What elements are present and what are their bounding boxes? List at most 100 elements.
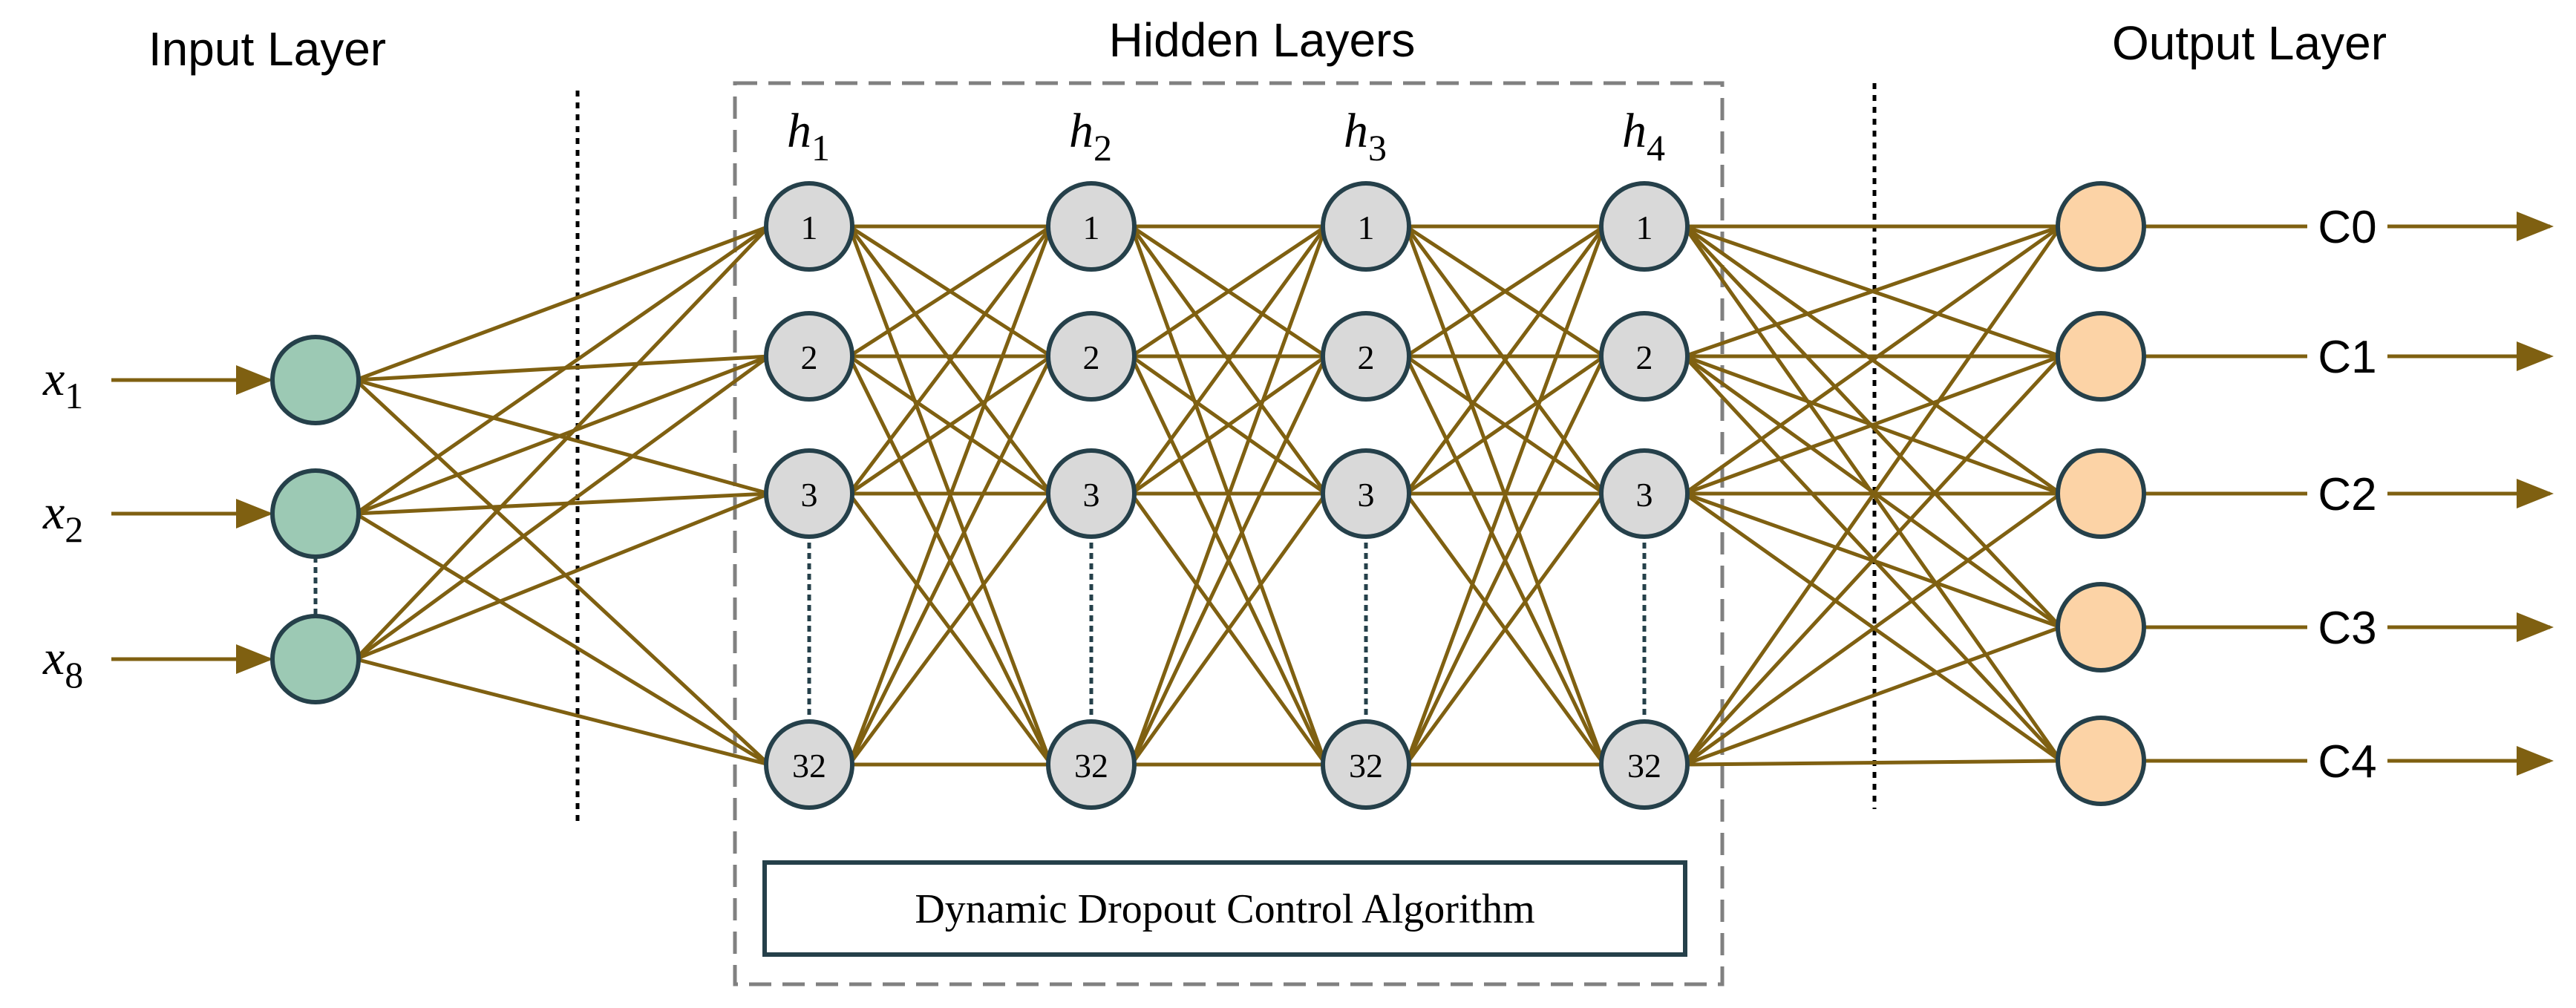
hidden-hidden-connection: [1129, 492, 1328, 766]
hidden-layer-label-1: h1: [787, 104, 830, 168]
input-hidden-connection: [355, 491, 770, 661]
hidden-layer-label-3: h3: [1344, 104, 1387, 168]
ellipsis-links: [313, 543, 1647, 717]
hidden-node: [1321, 181, 1411, 272]
hidden-node: [1046, 311, 1137, 402]
hidden-output-connection: [1684, 759, 2062, 767]
hidden-node: [1046, 719, 1137, 810]
hidden-hidden-connection: [1130, 354, 1327, 496]
hidden-hidden-connection: [1129, 226, 1328, 765]
hidden-layer-label-4: h4: [1622, 104, 1665, 168]
output-label-2: C2: [2318, 469, 2376, 520]
input-layer-title: Input Layer: [148, 22, 386, 76]
hidden-output-connection: [1683, 224, 2062, 496]
output-nodes: [2056, 181, 2146, 806]
hidden-node: [1599, 448, 1690, 539]
hidden-node: [764, 448, 854, 539]
hidden-node: [764, 719, 854, 810]
hidden-node: [1599, 719, 1690, 810]
input-nodes: [270, 335, 361, 704]
hidden-node: [1046, 448, 1137, 539]
hidden-node: [1321, 311, 1411, 402]
output-label-4: C4: [2318, 736, 2376, 788]
input-hidden-connection: [355, 354, 770, 516]
input-node-1: [270, 335, 361, 425]
algorithm-label: Dynamic Dropout Control Algorithm: [915, 886, 1534, 932]
hidden-output-connection: [1683, 491, 2062, 767]
output-label-bg: [2307, 734, 2387, 788]
hidden-node: [1599, 181, 1690, 272]
input-hidden-connection: [354, 379, 771, 766]
output-label-bg: [2307, 330, 2387, 383]
input-hidden-connection: [354, 225, 771, 661]
output-node-0: [2056, 181, 2146, 272]
connections: [354, 224, 2063, 767]
hidden-hidden-connection: [1129, 225, 1328, 495]
output-label-bg: [2307, 200, 2387, 253]
output-node-4: [2056, 716, 2146, 806]
hidden-node-label: 32: [1074, 747, 1108, 785]
hidden-node-label: 1: [801, 209, 818, 246]
hidden-node-label: 2: [801, 338, 818, 376]
hidden-hidden-connection: [1404, 226, 1606, 765]
hidden-output-connection: [1684, 354, 2062, 496]
hidden-hidden-connection: [1404, 492, 1606, 766]
input-hidden-connection: [355, 224, 770, 382]
hidden-node-label: 1: [1636, 209, 1653, 246]
hidden-output-connection: [1684, 224, 2062, 359]
output-node-2: [2056, 448, 2146, 539]
hidden-hidden-connection: [1404, 225, 1606, 495]
hidden-hidden-connection: [848, 225, 1053, 495]
hidden-hidden-connection: [1404, 355, 1606, 766]
hidden-node-label: 2: [1083, 338, 1100, 376]
hidden-hidden-connection: [1405, 224, 1606, 359]
hidden-var: h: [787, 104, 811, 158]
hidden-layers-title: Hidden Layers: [1109, 13, 1416, 67]
hidden-output-connection: [1682, 225, 2063, 766]
hidden-output-connection: [1683, 355, 2062, 766]
input-node-3: [270, 614, 361, 704]
hidden-node-label: 1: [1083, 209, 1100, 246]
hidden-hidden-connection: [1130, 224, 1327, 359]
hidden-node: [1599, 311, 1690, 402]
input-subscript: 8: [65, 654, 83, 696]
input-var: x: [42, 485, 65, 540]
hidden-node: [764, 181, 854, 272]
hidden-node: [1321, 719, 1411, 810]
output-layer-title: Output Layer: [2112, 16, 2387, 70]
input-subscript: 2: [65, 508, 83, 550]
output-label-0: C0: [2318, 202, 2376, 253]
hidden-node-label: 3: [801, 476, 818, 514]
hidden-hidden-connection: [848, 354, 1053, 496]
hidden-layer-label-2: h2: [1069, 104, 1112, 168]
hidden-node-label: 1: [1358, 209, 1375, 246]
hidden-subscript: 4: [1647, 127, 1665, 168]
hidden-var: h: [1344, 104, 1368, 158]
input-hidden-connection: [354, 511, 771, 767]
hidden-node-label: 3: [1636, 476, 1653, 514]
input-subscript: 1: [65, 375, 83, 416]
hidden-node-label: 32: [792, 747, 826, 785]
input-hidden-connection: [354, 224, 771, 516]
hidden-subscript: 3: [1368, 127, 1387, 168]
output-label-bg: [2307, 600, 2387, 654]
input-label-2: x2: [42, 485, 83, 550]
hidden-hidden-connection: [847, 355, 1053, 766]
hidden-hidden-connection: [848, 224, 1053, 359]
hidden-node-label: 3: [1358, 476, 1375, 514]
hidden-layers-box: [733, 81, 1725, 986]
output-label-bg: [2307, 467, 2387, 520]
output-label-3: C3: [2318, 603, 2376, 654]
hidden-node-label: 32: [1349, 747, 1383, 785]
hidden-hidden-connection: [847, 492, 1053, 766]
hidden-node-label: 3: [1083, 476, 1100, 514]
output-node-3: [2056, 582, 2146, 672]
output-label-1: C1: [2318, 332, 2376, 383]
hidden-hidden-connection: [1129, 355, 1328, 766]
hidden-hidden-connection: [1405, 354, 1606, 496]
